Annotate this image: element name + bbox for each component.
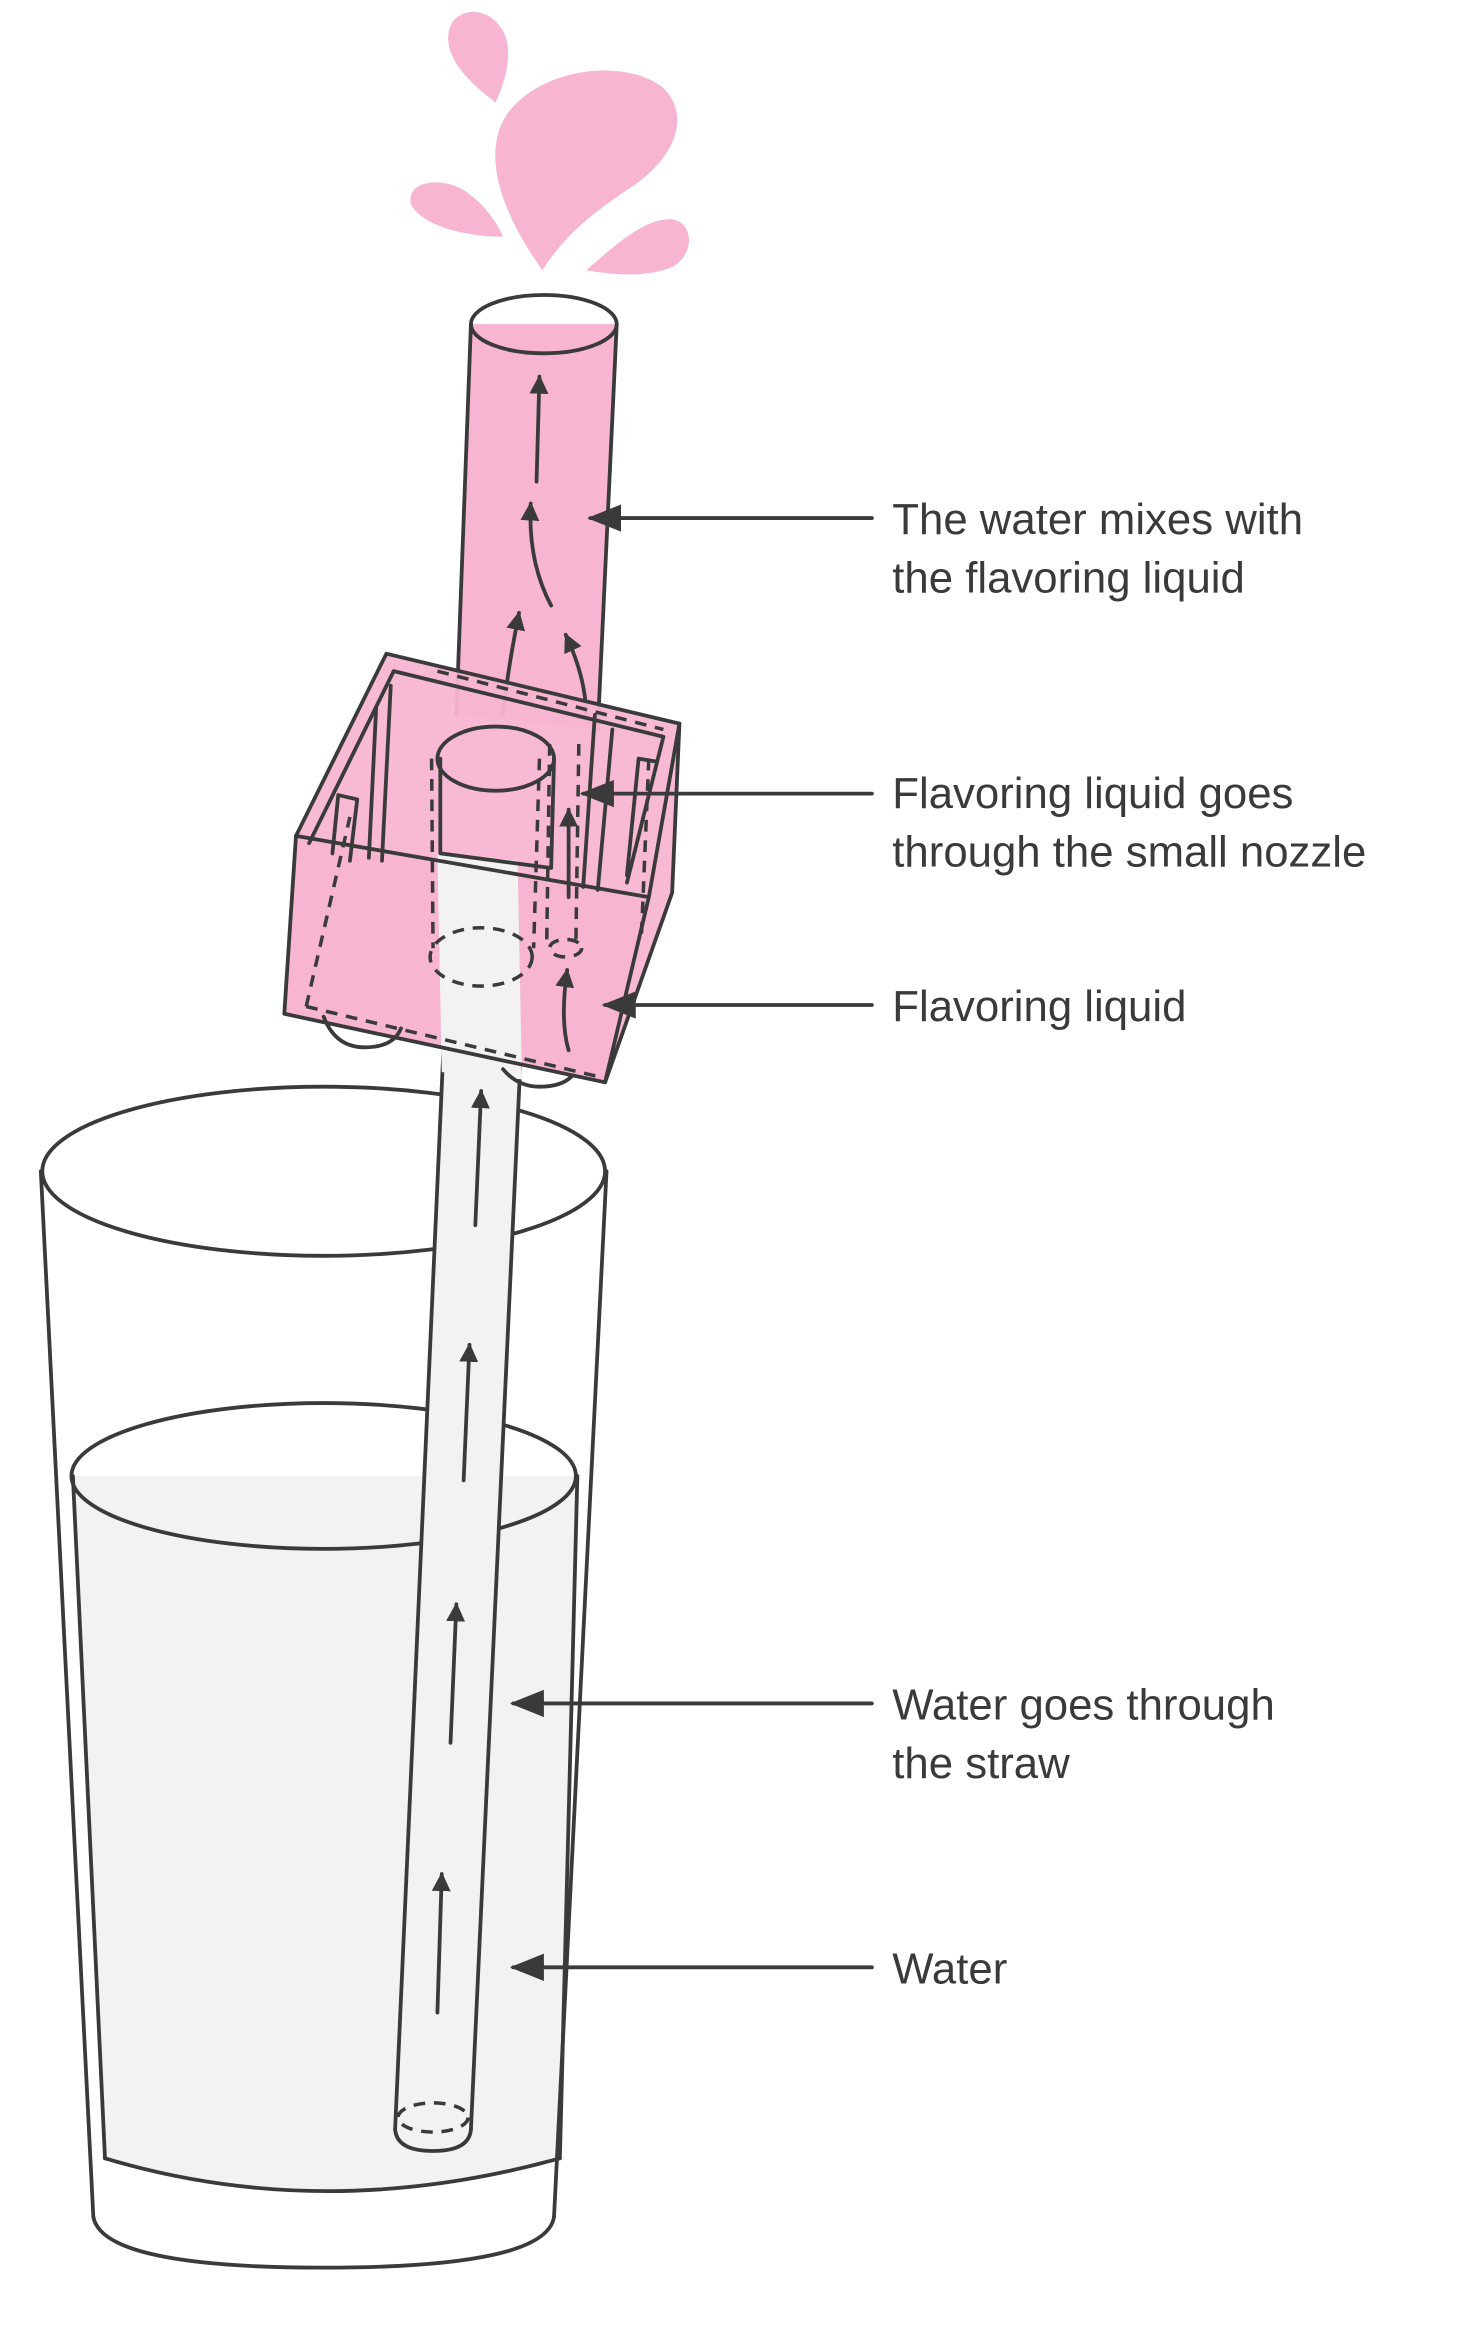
label-water: Water xyxy=(892,1944,1007,1993)
label-nozzle-line2: through the small nozzle xyxy=(892,828,1366,877)
glass-rim xyxy=(40,1084,607,1258)
flavor-cartridge xyxy=(282,651,682,1089)
glass xyxy=(38,1084,609,2270)
straw xyxy=(393,1019,524,2153)
label-flavor: Flavoring liquid xyxy=(892,982,1186,1031)
callout-flavor: Flavoring liquid xyxy=(601,982,1186,1031)
water-body xyxy=(72,1475,578,2192)
label-mix-line2: the flavoring liquid xyxy=(892,553,1245,602)
callout-water: Water xyxy=(509,1944,1007,1993)
label-mix-line1: The water mixes with xyxy=(892,495,1303,544)
label-straw-line1: Water goes through xyxy=(892,1680,1274,1729)
callout-mix: The water mixes with the flavoring liquid xyxy=(587,495,1303,602)
mixing-straw xyxy=(454,293,619,732)
label-straw-line2: the straw xyxy=(892,1739,1070,1788)
svg-text:Flavoring liquid: Flavoring liquid xyxy=(892,982,1186,1031)
callout-nozzle: Flavoring liquid goes through the small n… xyxy=(579,769,1366,877)
label-nozzle-line1: Flavoring liquid goes xyxy=(892,769,1293,818)
svg-text:Water: Water xyxy=(892,1944,1007,1993)
callout-straw: Water goes through the straw xyxy=(509,1680,1275,1788)
splash-drops xyxy=(410,11,689,275)
